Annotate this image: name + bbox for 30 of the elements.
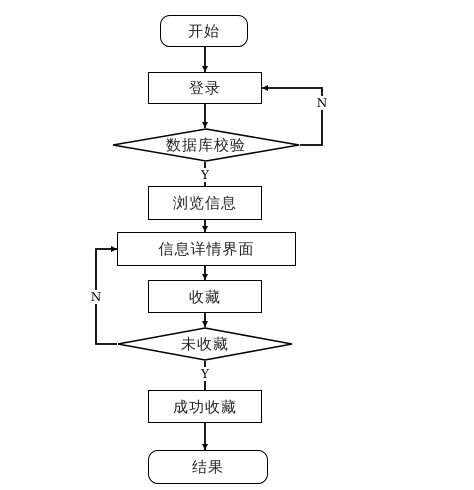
node-text: 信息详情界面	[158, 240, 254, 258]
node-text: 收藏	[189, 288, 221, 306]
arrow	[202, 313, 208, 327]
terminal-box	[160, 15, 248, 47]
decision-diamond	[112, 128, 300, 162]
arrow	[262, 85, 323, 146]
arrow	[202, 266, 208, 280]
node-text: 登录	[189, 79, 221, 97]
process-box	[117, 232, 296, 266]
process-box	[148, 280, 262, 313]
process-box	[148, 72, 262, 104]
terminal-box	[148, 450, 268, 484]
process-box	[148, 390, 262, 423]
edge-label: N	[316, 96, 328, 110]
arrow	[202, 423, 208, 450]
arrow	[202, 220, 208, 232]
node-text: 成功收藏	[173, 398, 237, 416]
arrow	[95, 246, 117, 345]
process-box	[148, 186, 262, 220]
arrow	[202, 104, 208, 128]
node-text: 数据库校验	[166, 136, 246, 154]
node-text: 浏览信息	[173, 194, 237, 212]
edge-label: Y	[200, 367, 210, 381]
edge-label: N	[90, 290, 102, 304]
edge-label: Y	[200, 168, 210, 182]
node-text: 未收藏	[181, 335, 229, 353]
decision-diamond	[117, 327, 293, 361]
arrow	[202, 47, 208, 72]
node-text: 开始	[188, 22, 220, 40]
node-text: 结果	[192, 458, 224, 476]
